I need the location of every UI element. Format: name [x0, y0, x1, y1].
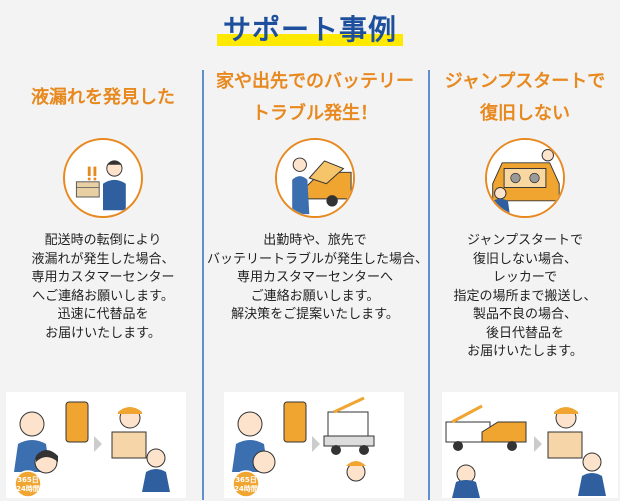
case-column-jumpstart: ジャンプスタートで 復旧しない ジャンプスタートで 復旧しない場合、 レッカーで… — [430, 66, 620, 362]
case-description: 配送時の転倒により 液漏れが発生した場合、 専用カスタマーセンター へご連絡お願… — [31, 233, 175, 341]
call-support-illustration: 365日 24時間 — [6, 392, 186, 498]
engine-repair-icon — [485, 138, 565, 218]
column-divider-1 — [202, 70, 204, 500]
case-column-battery: 家や出先でのバッテリー トラブル発生！ 出勤時や、旅先で バッテリートラブルが発… — [207, 66, 429, 325]
page-title: サポート事例 — [216, 8, 404, 48]
leak-person-icon — [63, 138, 143, 218]
case-description: ジャンプスタートで 復旧しない場合、 レッカーで 指定の場所まで搬送し、 製品不… — [453, 233, 597, 359]
case-heading: 液漏れを発見した — [31, 87, 175, 108]
hours-badge-icon — [14, 470, 42, 498]
case-heading: 家や出先でのバッテリー トラブル発生！ — [216, 71, 414, 124]
page-title-wrap: サポート事例 — [0, 8, 620, 48]
roadside-support-illustration: 365日 24時間 — [224, 392, 404, 498]
case-column-leak: 液漏れを発見した 配送時の転倒により 液漏れが発生した場合、 専用カスタマーセン… — [0, 66, 206, 343]
case-description: 出勤時や、旅先で バッテリートラブルが発生した場合、 専用カスタマーセンターへ … — [207, 233, 429, 322]
svg-text:365日: 365日 — [235, 476, 257, 484]
case-heading: ジャンプスタートで 復旧しない — [444, 71, 606, 124]
car-trouble-icon — [275, 138, 355, 218]
tow-replacement-illustration — [442, 392, 618, 498]
column-divider-2 — [428, 70, 430, 500]
svg-text:24時間: 24時間 — [234, 484, 258, 493]
hours-badge-icon — [232, 470, 260, 498]
svg-text:24時間: 24時間 — [16, 484, 40, 493]
svg-text:365日: 365日 — [17, 476, 39, 484]
